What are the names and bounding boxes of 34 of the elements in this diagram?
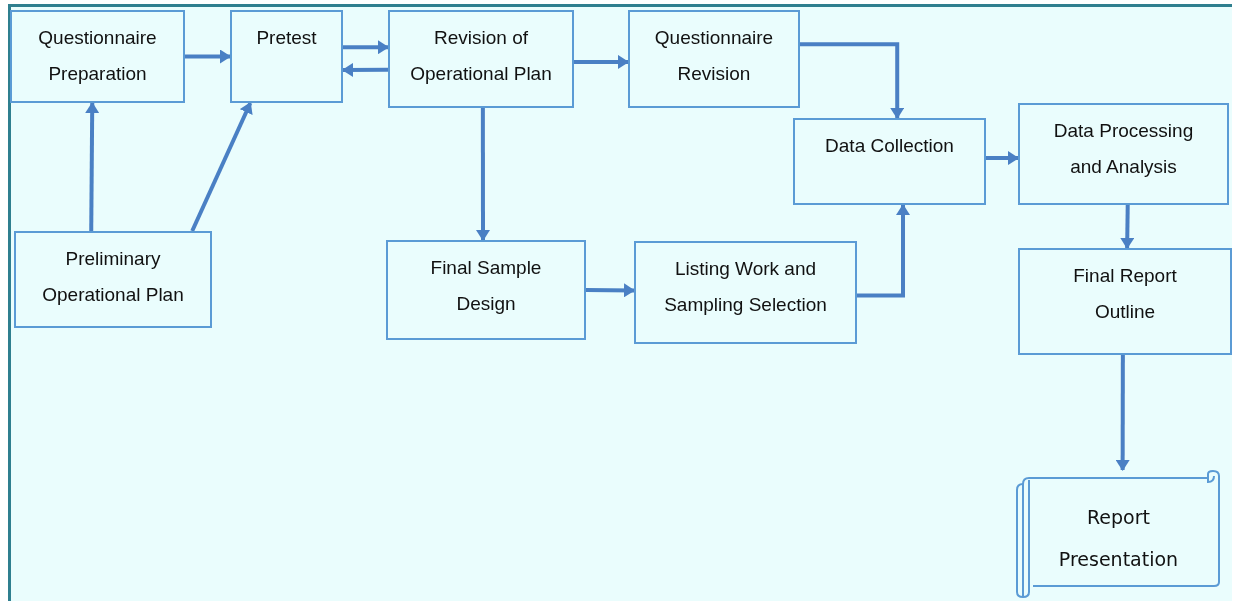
process-box — [14, 231, 212, 328]
arrow — [585, 283, 635, 298]
arrow — [986, 151, 1019, 166]
process-box — [388, 10, 574, 108]
process-box — [1018, 248, 1232, 355]
arrow — [342, 62, 388, 77]
box-label: Questionnaire Revision — [653, 26, 775, 86]
box-label: Listing Work and Sampling Selection — [663, 257, 828, 317]
box-label: Questionnaire Preparation — [37, 26, 158, 86]
arrow — [476, 108, 490, 241]
arrow — [190, 102, 253, 232]
arrow — [343, 40, 389, 55]
box-label: Preliminary Operational Plan — [41, 247, 185, 307]
box-label: Data Processing and Analysis — [1052, 119, 1195, 179]
process-box — [793, 118, 986, 205]
process-box — [10, 10, 185, 103]
process-box — [1018, 103, 1229, 205]
arrow — [574, 54, 629, 69]
arrow — [1120, 204, 1135, 249]
box-label: Pretest — [256, 26, 317, 50]
process-box — [628, 10, 800, 108]
box-label: Final Sample Design — [429, 256, 543, 316]
box-label: Revision of Operational Plan — [409, 26, 553, 86]
process-box — [386, 240, 586, 340]
arrow — [800, 42, 905, 119]
arrow — [857, 204, 910, 298]
arrow — [1115, 355, 1130, 471]
box-label: Data Collection — [825, 134, 954, 158]
box-label: Report Presentation — [1057, 505, 1180, 572]
arrow — [185, 49, 231, 64]
box-label: Final Report Outline — [1072, 264, 1178, 324]
process-box — [230, 10, 343, 103]
arrow — [85, 102, 100, 231]
process-box — [634, 241, 857, 344]
